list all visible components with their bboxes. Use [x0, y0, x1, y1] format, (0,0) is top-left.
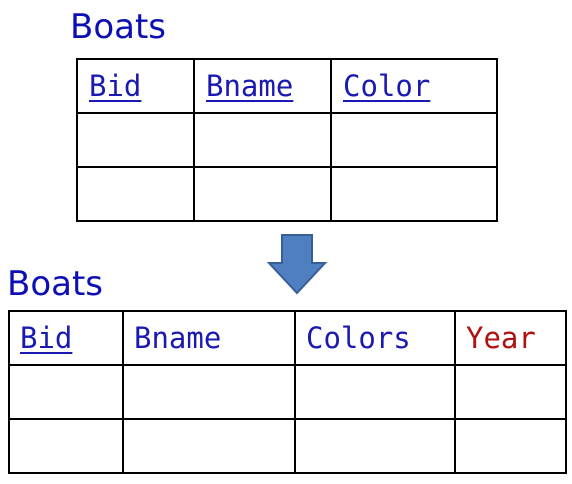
table-cell — [294, 364, 456, 420]
table-cell — [454, 418, 567, 474]
table-row — [8, 364, 567, 420]
table-cell — [76, 112, 195, 168]
column-header-bname: Bname — [122, 310, 296, 366]
schema-after-title: Boats — [7, 264, 104, 304]
table-row — [8, 418, 567, 474]
schema-before-title: Boats — [70, 7, 167, 47]
header-row: Bid Bname Colors Year — [8, 310, 567, 366]
column-header-bname: Bname — [193, 58, 332, 114]
table-cell — [193, 112, 332, 168]
table-row — [76, 166, 498, 222]
header-row: Bid Bname Color — [76, 58, 498, 114]
table-cell — [8, 418, 124, 474]
table-cell — [330, 166, 498, 222]
table-cell — [193, 166, 332, 222]
down-arrow-icon — [266, 234, 328, 295]
table-cell — [454, 364, 567, 420]
schema-before-table: Bid Bname Color — [76, 58, 498, 222]
schema-after-table: Bid Bname Colors Year — [8, 310, 567, 474]
column-header-bid: Bid — [8, 310, 124, 366]
column-header-colors: Colors — [294, 310, 456, 366]
table-cell — [122, 418, 296, 474]
table-row — [76, 112, 498, 168]
table-cell — [76, 166, 195, 222]
table-cell — [330, 112, 498, 168]
table-cell — [8, 364, 124, 420]
column-header-color: Color — [330, 58, 498, 114]
column-header-bid: Bid — [76, 58, 195, 114]
table-cell — [122, 364, 296, 420]
column-header-year: Year — [454, 310, 567, 366]
table-cell — [294, 418, 456, 474]
